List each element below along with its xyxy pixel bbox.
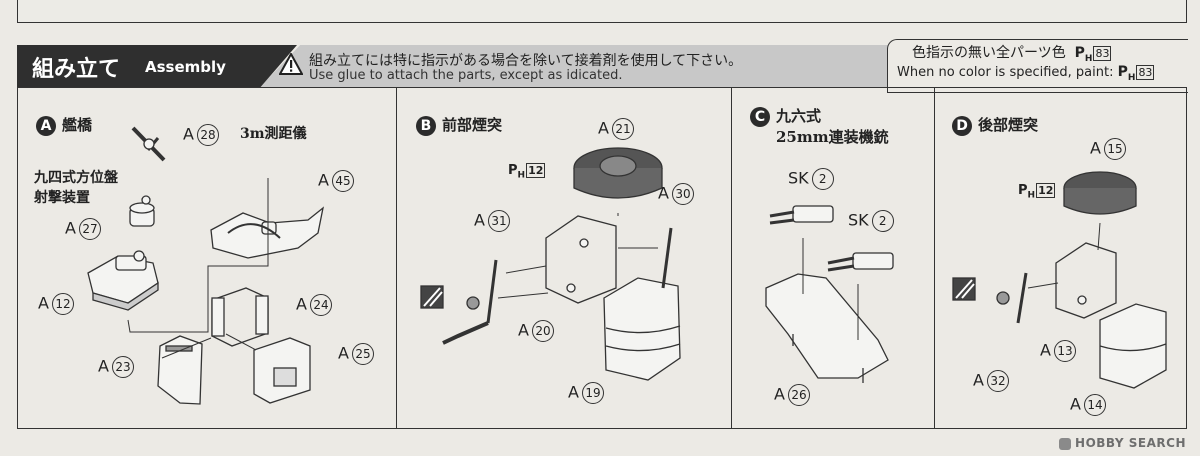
note-rangefinder: 3m測距儀 [240,126,307,142]
step-a-panel [18,88,397,428]
warning-band [260,45,930,87]
front-funnel-cap [573,147,663,199]
note-director: 九四式方位盤射撃装置 [34,170,118,206]
rear-funnel-body [1099,303,1167,389]
title-band: 組み立て Assembly [17,45,297,87]
mg-twin-right [827,252,894,272]
pipe-left [442,259,498,345]
rear-funnel-cap [1063,171,1137,215]
title-jp: 組み立て [32,57,121,82]
paint-swatch-d [952,277,976,301]
paint-swatch-b [420,285,444,309]
step-a-badge: A [36,116,56,136]
rear-funnel-frame [1055,242,1117,319]
step-c-panel [731,88,935,428]
mg-mount-base [765,273,889,383]
pipe-right [661,227,673,289]
bridge-frame-part [211,287,269,347]
assembly-drawings [87,126,1167,405]
hobby-search-logo-icon [1059,437,1072,450]
color-note-box [887,39,1188,93]
step-c-badge: C [750,107,770,127]
watermark: HOBBY SEARCH [1059,436,1186,450]
step-b-panel [396,88,732,428]
front-funnel-frame [545,215,617,304]
warning-icon [279,53,303,75]
bridge-block-part [253,337,311,404]
bridge-front-part [157,335,203,405]
top-frame [17,0,1187,23]
step-d-badge: D [952,116,972,136]
warning-text-jp: 組み立てには特に指示がある場合を除いて接着剤を使用して下さい。 [309,53,743,69]
warning-text-en: Use glue to attach the parts, except as … [309,68,623,83]
title-en: Assembly [145,58,226,76]
bridge-base-part [87,250,159,311]
step-b-badge: B [416,116,436,136]
bridge-deck-part [210,206,324,259]
rangefinder-part [131,126,166,162]
assembly-header: 組み立て Assembly 組み立てには特に指示がある場合を除いて接着剤を使用し… [17,39,1188,93]
director-part [129,195,155,227]
mg-twin-left [769,205,834,225]
front-funnel-body [603,277,681,381]
rear-pipe [996,272,1028,324]
